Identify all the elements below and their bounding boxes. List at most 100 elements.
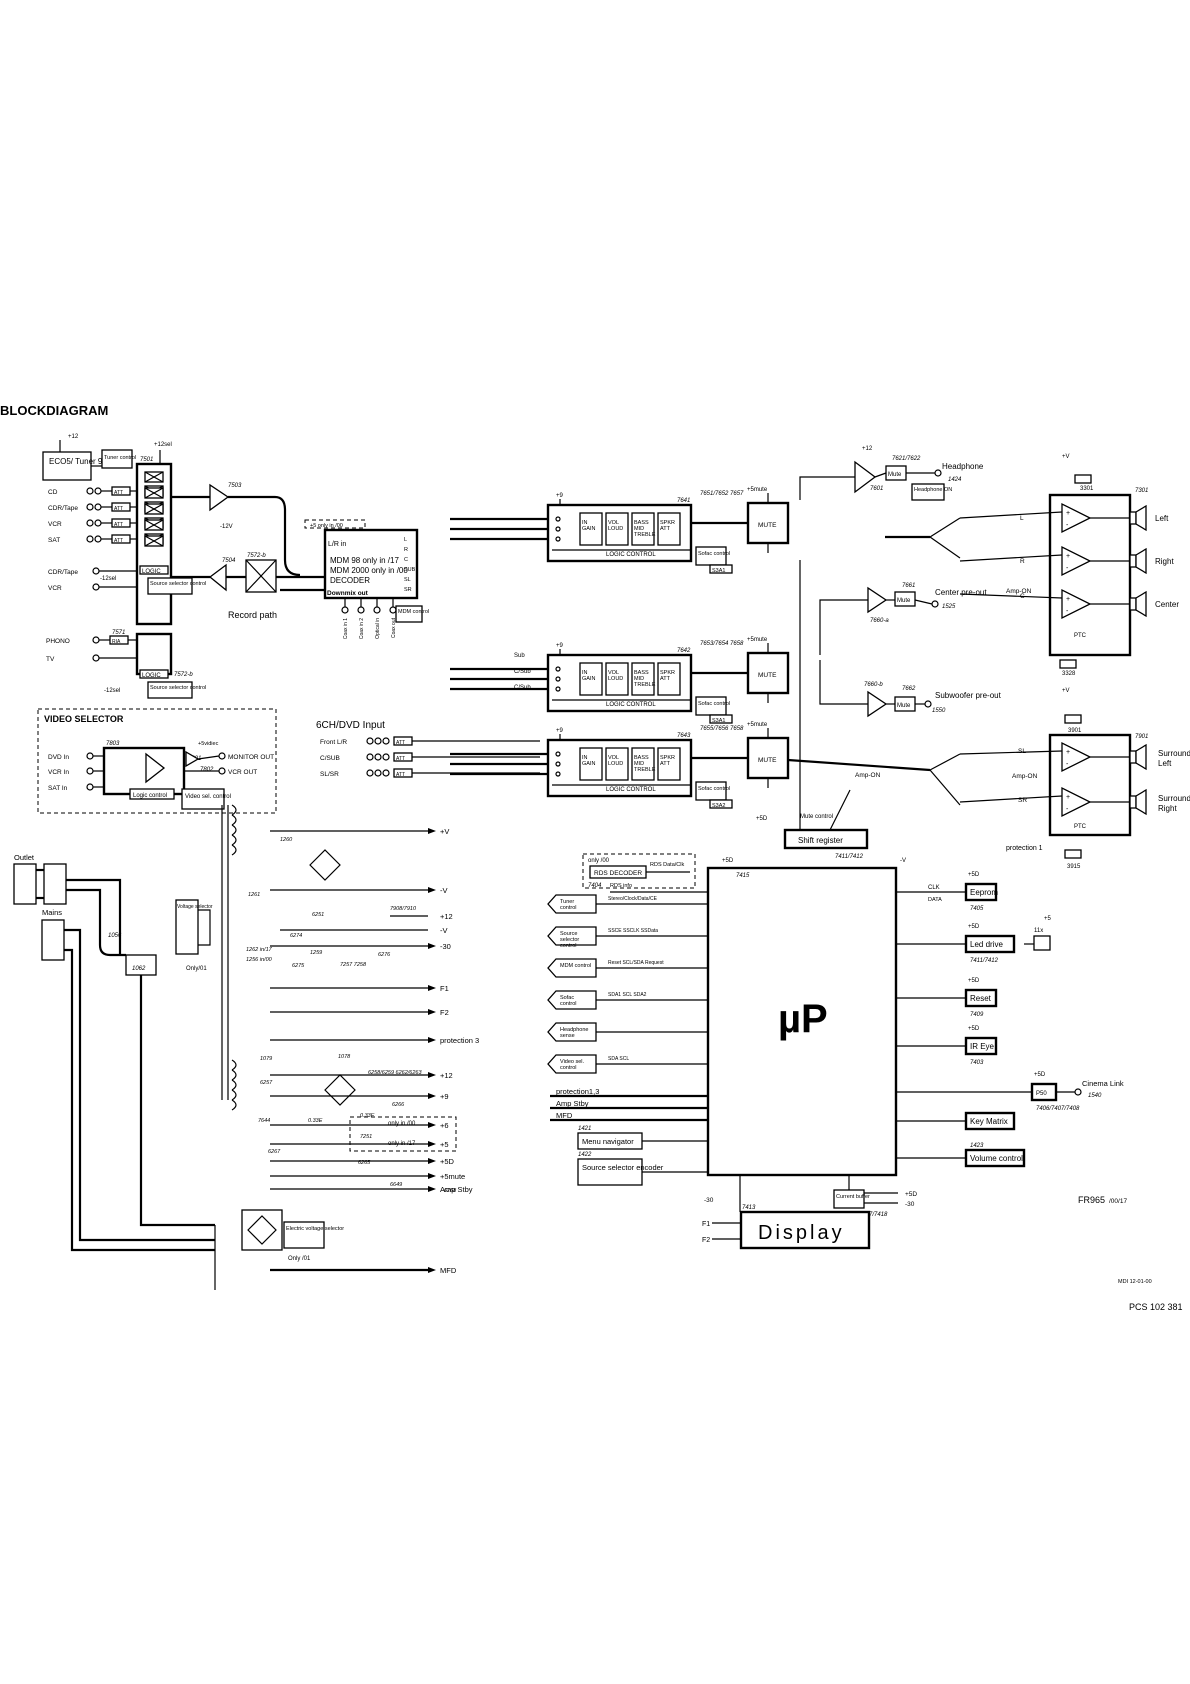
sub-preout-label: Subwoofer pre-out (935, 691, 1002, 700)
buffer-supply-2: -30 (905, 1201, 915, 1208)
headphone-section: +12 7601 Mute 7621/7622 Headphone 1424 H… (799, 446, 984, 501)
proc-block-2-0 (579, 747, 603, 781)
logic-control-1: LOGIC CONTROL (606, 702, 656, 708)
micro-left-signal-0-line-0: Stereo/Clock/Data/CE (608, 896, 658, 902)
power-output-15: MFD (440, 1266, 457, 1275)
micro-right-block-supply-2: +5D (968, 978, 980, 984)
display-label: Display (758, 1222, 845, 1244)
micro-right-block-ic-1: 7411/7412 (970, 958, 999, 964)
proc-block-label-1-2-line-0: BASS (634, 670, 649, 676)
digital-input-0: Coax in 1 (343, 618, 349, 639)
ic-7571: 7571 (112, 630, 125, 636)
channel-supply-0: +9 (556, 493, 564, 499)
micro-left-block-label-0-line-1: control (560, 905, 577, 911)
surround-amp-ic-label: 7901 (1135, 734, 1148, 740)
micro-left-block-label-1-line-1: selector (560, 937, 579, 943)
proc-block-label-0-0-line-1: GAIN (582, 526, 595, 532)
micro-left-block-label-0-line-0: Tuner (560, 899, 574, 905)
power-part-15: 6266 (392, 1102, 405, 1108)
micro-left-block-label-4-line-1: sense (560, 1033, 575, 1039)
mute-ic-2: 7655/7656 7658 (700, 726, 744, 732)
footer-pcs: PCS 102 381 (1129, 1302, 1183, 1312)
tuner-control-box (101, 449, 133, 469)
rec-out-vcr: VCR (48, 585, 62, 592)
decoder-downmix: Downmix out (327, 590, 369, 597)
power-output-1: -V (440, 886, 448, 895)
sixch-att-0: ATT (396, 740, 405, 746)
only01b-label: Only /01 (288, 1256, 311, 1262)
source-att-3: ATT (114, 538, 123, 544)
front-r-bottom: 3328 (1062, 671, 1076, 677)
power-part-22: 6268 (444, 1188, 457, 1194)
sofac-id-0: S3A1 (712, 568, 725, 574)
decoder-section: L/R in MDM 98 only in /17 MDM 2000 only … (280, 519, 429, 639)
power-output-0: +V (440, 827, 449, 836)
decoder-lr-in: L/R in (328, 541, 346, 548)
power-part-16: 7644 (258, 1118, 270, 1124)
proc-block-label-1-2-line-2: TREBLE (634, 682, 656, 688)
center-preout-label: Center pre-out (935, 588, 987, 597)
proc-block-label-1-1-line-0: VOL (608, 670, 619, 676)
surround-r-bottom: 3915 (1067, 864, 1081, 870)
decoder-output-sub: SUB (404, 567, 416, 573)
micro-right-signal-a-0: CLK (928, 885, 940, 891)
micro-right-block-supply-0: +5D (968, 872, 980, 878)
source-input-1: CDR/Tape (48, 505, 78, 512)
tuner-control-label: Tuner control (104, 455, 136, 461)
front-opamp-1 (1061, 545, 1092, 577)
source-selector-control: Source selector control (150, 581, 206, 587)
hp-label: Headphone (942, 462, 984, 471)
power-output-4: -30 (440, 942, 451, 951)
cinema-link-connector: 1540 (1088, 1093, 1102, 1099)
micro-input-1: Amp Stby (556, 1099, 589, 1108)
front-speaker-2 (1135, 590, 1147, 618)
power-part-4: 7908/7910 (390, 906, 417, 912)
channel-processor-2: 7643+9INGAINVOLLOUDBASSMIDTREBLESPKRATTL… (450, 722, 790, 809)
front-opamp-plus-0: + (1066, 510, 1070, 517)
buffer-amp-7503 (209, 483, 230, 512)
decoder-line1: MDM 98 only in /17 (330, 556, 399, 565)
power-part-7: 6275 (292, 963, 305, 969)
micro-left-signal-5-line-0: SDA SCL (608, 1056, 629, 1062)
power-part-8: 1259 (310, 950, 322, 956)
front-speaker-label-1: Right (1155, 557, 1174, 566)
rec-out-cdr: CDR/Tape (48, 569, 78, 576)
surround-opamp-plus-0: + (1066, 749, 1070, 756)
proc-block-label-2-3-line-0: SPKR (660, 755, 675, 761)
proc-block-label-1-1-line-1: LOUD (608, 676, 623, 682)
surround-speaker-label-b-1: Right (1158, 804, 1177, 813)
sofac-id-1: S3A1 (712, 718, 725, 724)
power-output-11: +5 (440, 1140, 449, 1149)
surround-r-top: 3901 (1068, 728, 1082, 734)
voltage-selector-label: Voltage selector (177, 904, 213, 910)
channel-ic-0: 7641 (677, 498, 690, 504)
transformer-coil-0-3 (231, 834, 237, 846)
transformer-coil-0-1 (231, 814, 237, 826)
surround-amp-on: Amp-ON (1012, 773, 1038, 780)
transformer-coil-1-1 (231, 1069, 237, 1081)
decoder-output-c: C (404, 557, 408, 563)
channel-in-1-0: Sub (514, 653, 525, 659)
proc-block-label-2-2-line-1: MID (634, 761, 644, 767)
power-part-6: 1256 in/00 (246, 957, 273, 963)
transformer-coil-1-3 (231, 1089, 237, 1101)
front-speaker-1 (1135, 547, 1147, 575)
micro-left-block-label-2-line-0: MDM control (560, 963, 591, 969)
neg12sel-b: -12sel (104, 688, 120, 694)
sixch-input-1: C/SUB (320, 755, 340, 762)
sixch-att-2: ATT (396, 772, 405, 778)
source-input-2: VCR (48, 521, 62, 528)
record-path: Record path (228, 610, 277, 620)
channel-ic-2: 7643 (677, 733, 691, 739)
power-output-6: F2 (440, 1008, 449, 1017)
front-amp-ic-label: 7301 (1135, 488, 1148, 494)
fuse-1056: 1056 (108, 933, 122, 939)
decoder-output-sr: SR (404, 587, 412, 593)
transformer-coil-1-4 (231, 1099, 237, 1111)
shift-register: Shift register 7411/7412 Mute control +5… (756, 560, 869, 860)
proc-block-label-1-3-line-1: ATT (660, 676, 671, 682)
ic-7803: 7803 (106, 741, 120, 747)
